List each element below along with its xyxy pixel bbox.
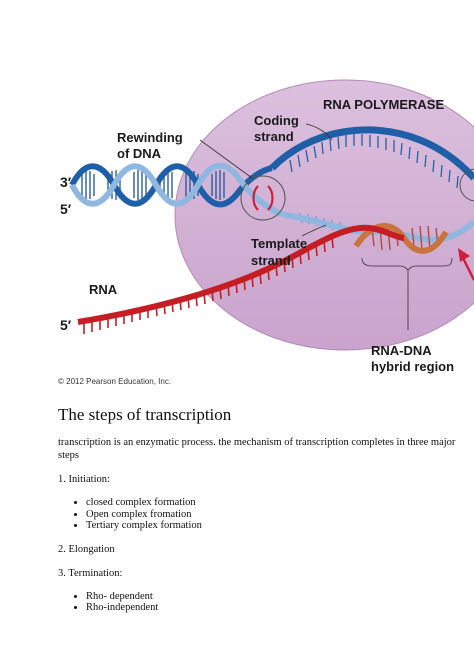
list-item: Rho- dependent [86,591,458,603]
label-leader-lines [199,123,453,330]
document-body: The steps of transcription transcription… [58,404,458,625]
label-rna-polymerase: RNA POLYMERASE [323,97,444,112]
label-coding-line2: strand [254,129,294,144]
label-coding-line1: Coding [254,113,299,128]
page-title: The steps of transcription [58,405,232,424]
label-5prime-end-rna: 5′ [60,317,72,333]
unwinding-site [459,168,474,202]
label-5prime-end-top: 5′ [60,201,72,217]
elongation-direction-arrow [458,248,474,281]
label-template-line1: Template [251,236,307,251]
coding-strand [269,126,474,189]
rewinding-site [240,175,286,221]
dna-double-helix-left [69,162,286,218]
step-elongation-title: 2. Elongation [58,543,115,555]
rna-polymerase-shape [174,79,474,351]
rna-transcript [77,224,405,334]
figure-credit: © 2012 Pearson Education, Inc. [58,377,171,386]
label-hybrid-line1: RNA-DNA [371,343,432,358]
transcription-figure: RNA POLYMERASE Coding strand Rewinding o… [58,79,474,386]
list-item: Tertiary complex formation [86,520,458,532]
list-item: Rho-independent [86,602,458,614]
step-initiation-title: 1. Initiation: [58,474,110,485]
list-item: Open complex fromation [86,509,458,521]
label-rewinding-line1: Rewinding [117,130,183,145]
label-template-line2: strand [251,253,291,268]
intro-paragraph: transcription is an enzymatic process. t… [58,437,456,461]
label-rewinding-line2: of DNA [117,146,162,161]
step-termination-title: 3. Termination: [58,567,123,579]
label-rna: RNA [89,282,118,297]
initiation-list: closed complex formation Open complex fr… [58,497,458,532]
label-3prime-end: 3′ [60,174,72,190]
list-item: closed complex formation [86,497,458,509]
termination-list: Rho- dependent Rho-independent [58,591,458,614]
label-hybrid-line2: hybrid region [371,359,454,374]
